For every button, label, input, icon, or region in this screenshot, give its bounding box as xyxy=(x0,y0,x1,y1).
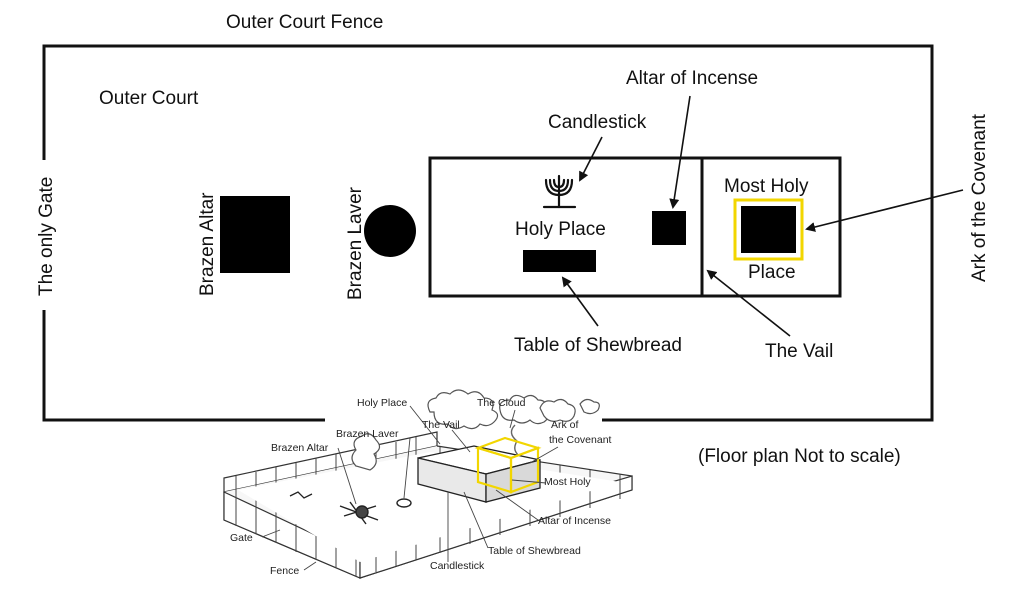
ark-highlight-box xyxy=(733,198,804,261)
sketch-holy-place-label: Holy Place xyxy=(357,397,407,409)
gate-label: The only Gate xyxy=(36,177,57,296)
brazen-laver-label: Brazen Laver xyxy=(345,186,366,300)
altar-smoke xyxy=(351,433,381,471)
not-to-scale-note: (Floor plan Not to scale) xyxy=(698,446,901,467)
sketch-candlestick-label: Candlestick xyxy=(430,560,485,572)
sketch-ark-label-line2: the Covenant xyxy=(549,434,612,446)
outer-court-fence xyxy=(42,44,934,422)
arrow-table-of-shewbread xyxy=(561,276,599,327)
sketch-gate-marks xyxy=(289,491,313,499)
sketch-table-of-shewbread-label: Table of Shewbread xyxy=(488,545,581,557)
cloud-icon xyxy=(427,389,600,430)
candlestick-icon xyxy=(542,174,577,209)
sketch-altar-of-incense-label: Altar of Incense xyxy=(538,515,611,527)
sketch-tent xyxy=(417,445,541,503)
arrow-vail xyxy=(706,269,791,337)
sketch-gate-label: Gate xyxy=(230,532,253,544)
sketch-brazen-altar-label: Brazen Altar xyxy=(271,442,329,454)
sketch-vail-label: The Vail xyxy=(422,419,460,431)
brazen-altar-shape xyxy=(220,196,290,273)
vail-label: The Vail xyxy=(765,341,833,362)
arrow-ark xyxy=(805,189,964,232)
holy-place-label: Holy Place xyxy=(515,219,606,240)
table-of-shewbread-label: Table of Shewbread xyxy=(514,335,682,356)
sketch-brazen-altar xyxy=(339,501,379,525)
altar-of-incense-label: Altar of Incense xyxy=(626,68,758,89)
sketch-ark-label-line1: Ark of xyxy=(551,419,579,431)
sketch-cloud-label: The Cloud xyxy=(477,397,526,409)
outer-court-fence-label: Outer Court Fence xyxy=(226,12,383,33)
ark-of-the-covenant-label: Ark of the Covenant xyxy=(969,113,990,282)
sketch-brazen-laver xyxy=(396,498,412,508)
most-holy-room xyxy=(700,156,842,298)
sketch-fence-label: Fence xyxy=(270,565,299,577)
arrow-candlestick xyxy=(579,136,603,182)
sketch-most-holy-label: Most Holy xyxy=(544,476,591,488)
perspective-sketch: Holy Place The Cloud The Vail Ark of the… xyxy=(223,389,633,579)
outer-court-label: Outer Court xyxy=(99,88,199,109)
ark-of-the-covenant-shape xyxy=(741,206,796,253)
sketch-leader-lines xyxy=(261,405,559,571)
brazen-altar-label: Brazen Altar xyxy=(197,192,218,296)
brazen-laver-shape xyxy=(364,205,416,257)
pointer-arrows xyxy=(561,95,964,337)
arrow-altar-of-incense xyxy=(669,95,691,209)
floor-plan: Outer Court Fence Outer Court The only G… xyxy=(36,12,990,467)
place-label: Place xyxy=(748,262,796,283)
table-of-shewbread-shape xyxy=(523,250,596,272)
candlestick-label: Candlestick xyxy=(548,112,647,133)
altar-of-incense-shape xyxy=(652,211,686,245)
most-holy-label: Most Holy xyxy=(724,176,809,197)
sketch-brazen-laver-label: Brazen Laver xyxy=(336,428,399,440)
